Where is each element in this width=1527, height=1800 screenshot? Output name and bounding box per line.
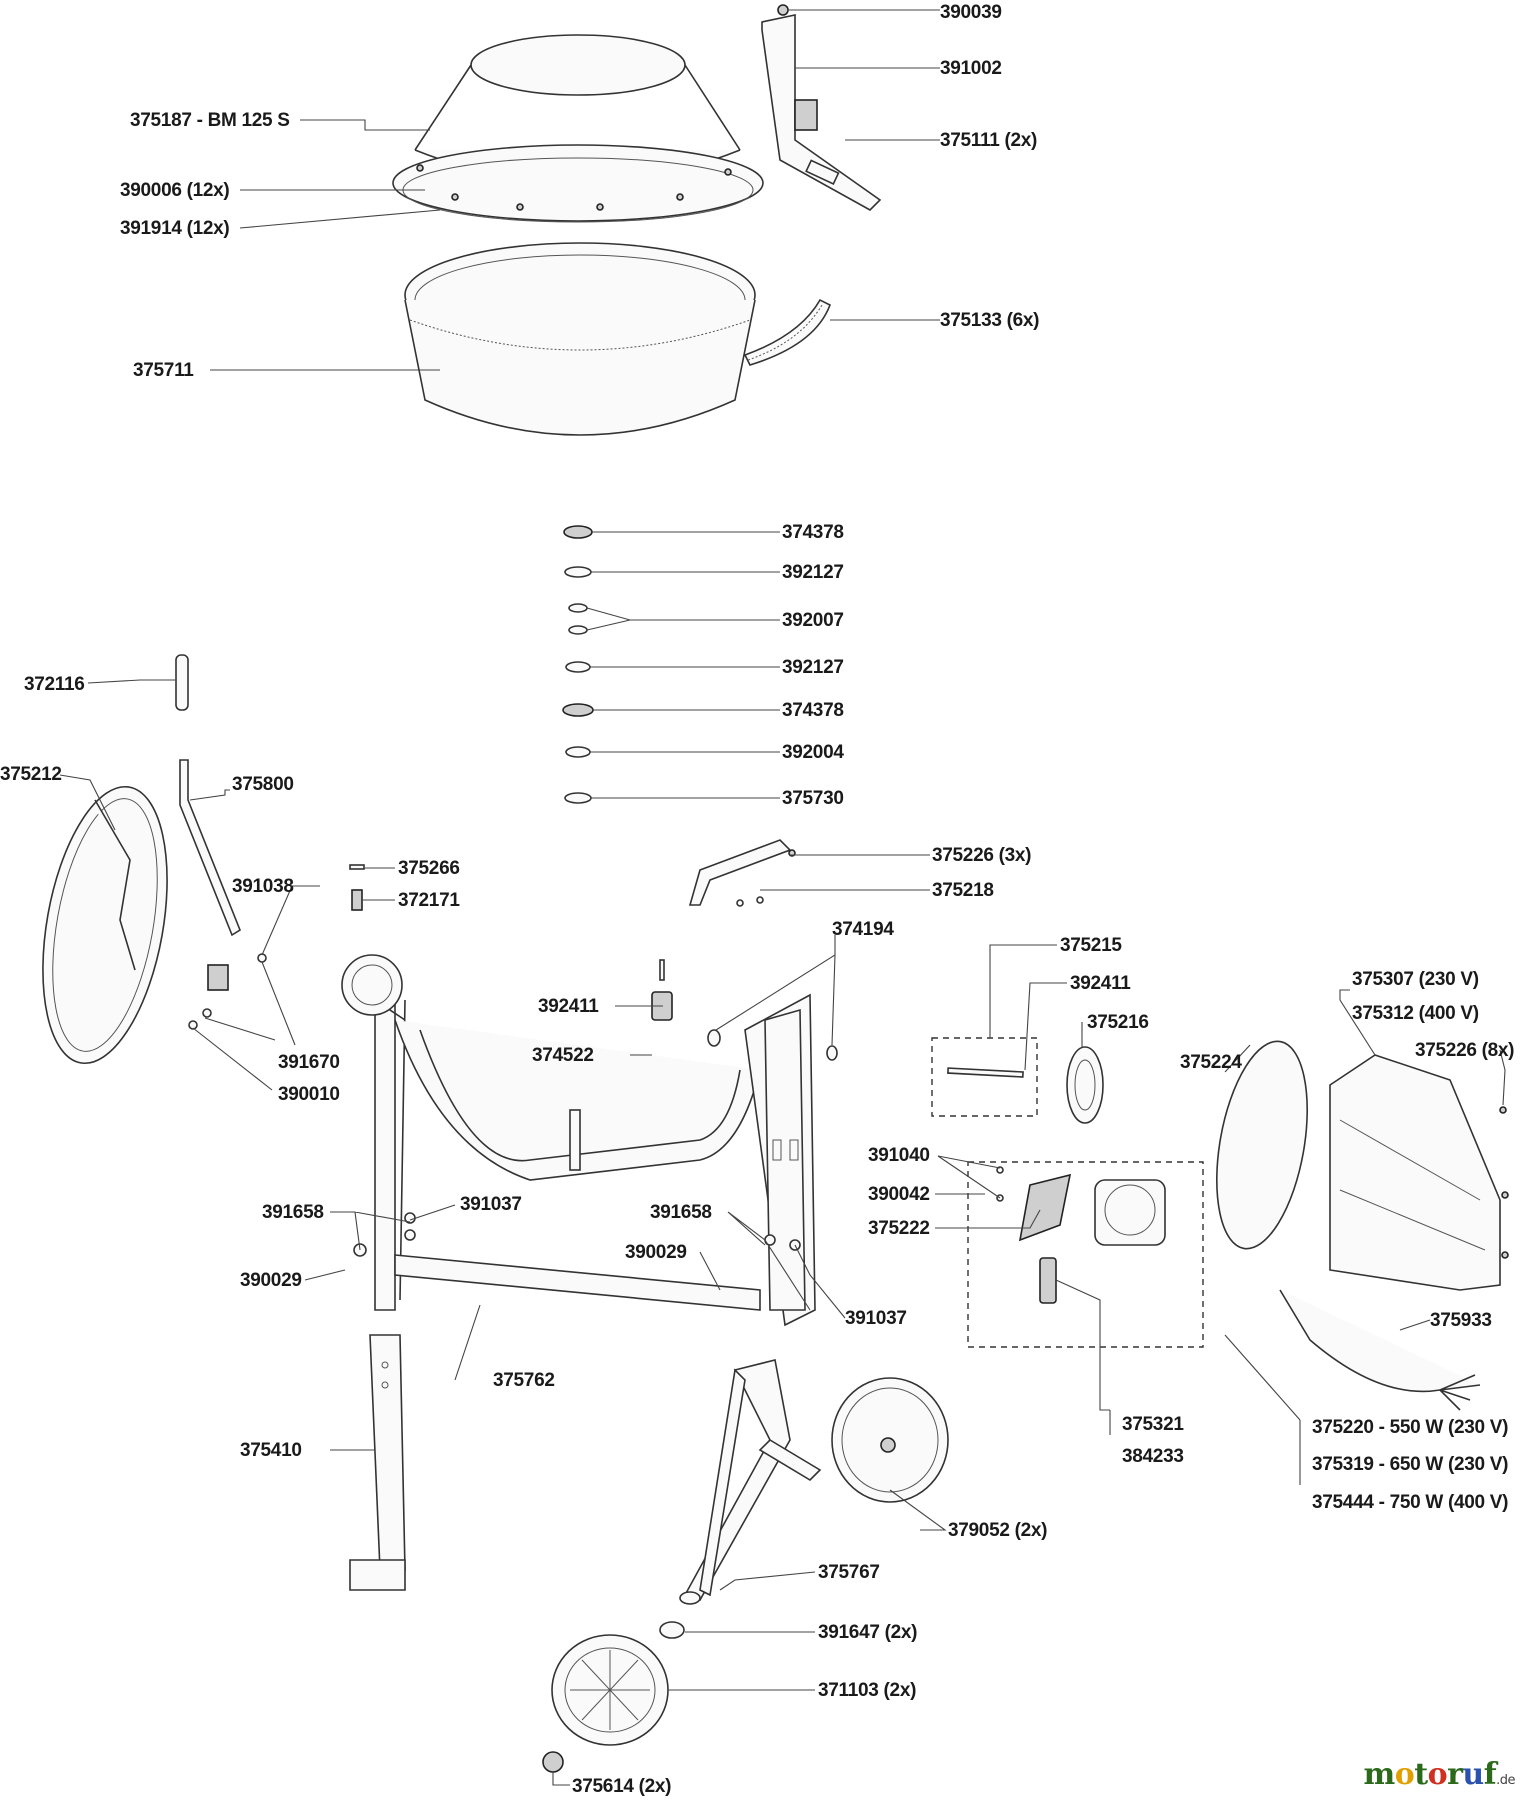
label-390010: 390010 [278, 1084, 340, 1105]
label-375730: 375730 [782, 788, 844, 809]
label-375215: 375215 [1060, 935, 1122, 956]
spring-and-bolt-part [349, 864, 365, 911]
label-391037-right: 391037 [845, 1308, 907, 1329]
label-375933: 375933 [1430, 1310, 1492, 1331]
label-392004: 392004 [782, 742, 844, 763]
label-375410: 375410 [240, 1440, 302, 1461]
lever-part [179, 759, 267, 1030]
label-391002: 391002 [940, 58, 1002, 79]
frame-part [353, 993, 816, 1327]
label-391647: 391647 (2x) [818, 1622, 917, 1643]
label-375307: 375307 (230 V) [1352, 969, 1479, 990]
label-391038: 391038 [232, 876, 294, 897]
label-391658-left: 391658 [262, 1202, 324, 1223]
label-391037-left: 391037 [460, 1194, 522, 1215]
label-374522: 374522 [532, 1045, 594, 1066]
label-390029-left: 390029 [240, 1270, 302, 1291]
wheel-small-part [542, 1621, 685, 1773]
label-375319: 375319 - 650 W (230 V) [1312, 1454, 1508, 1475]
pulley-part [1066, 1046, 1104, 1124]
label-390042: 390042 [868, 1184, 930, 1205]
ring-segment-part [743, 298, 832, 366]
motor-group-box [967, 1161, 1204, 1348]
handwheel-part [42, 785, 168, 1065]
leader-lines [59, 9, 1506, 1786]
leg-part [349, 1334, 406, 1591]
bracket-part [761, 4, 882, 211]
label-375767: 375767 [818, 1562, 880, 1583]
label-375444: 375444 - 750 W (400 V) [1312, 1492, 1508, 1513]
label-375226-3x: 375226 (3x) [932, 845, 1031, 866]
label-375187: 375187 - BM 125 S [130, 110, 290, 131]
label-375220: 375220 - 550 W (230 V) [1312, 1417, 1508, 1438]
gear-sector-part [341, 954, 403, 1016]
label-375266: 375266 [398, 858, 460, 879]
label-391670: 391670 [278, 1052, 340, 1073]
label-375224: 375224 [1180, 1052, 1242, 1073]
label-379052: 379052 (2x) [948, 1520, 1047, 1541]
wheel-large-part [831, 1377, 949, 1503]
label-392411-left: 392411 [538, 996, 599, 1017]
label-372171: 372171 [398, 890, 460, 911]
label-372116: 372116 [24, 674, 85, 695]
shaft-group-box [931, 1037, 1038, 1117]
label-392007: 392007 [782, 610, 844, 631]
cable-part [1279, 1289, 1481, 1411]
drum-bowl-part [404, 242, 756, 436]
label-375321: 375321 [1122, 1414, 1184, 1435]
label-391040: 391040 [868, 1145, 930, 1166]
pin-part [175, 654, 189, 711]
label-375762: 375762 [493, 1370, 555, 1391]
label-375614: 375614 (2x) [572, 1776, 671, 1797]
top-bracket-part [688, 839, 796, 907]
label-371103: 371103 (2x) [818, 1680, 916, 1701]
label-392127-bottom: 392127 [782, 657, 844, 678]
label-391658-right: 391658 [650, 1202, 712, 1223]
label-390039: 390039 [940, 2, 1002, 23]
label-375216: 375216 [1087, 1012, 1149, 1033]
label-375711: 375711 [133, 360, 194, 381]
label-392127-top: 392127 [782, 562, 844, 583]
motor-shaft-part [947, 1067, 1024, 1078]
label-374194: 374194 [832, 919, 894, 940]
label-375312: 375312 (400 V) [1352, 1003, 1479, 1024]
label-375222: 375222 [868, 1218, 930, 1239]
belt-part [1215, 1040, 1309, 1250]
label-375111: 375111 (2x) [940, 130, 1037, 151]
label-391914: 391914 (12x) [120, 218, 229, 239]
label-375212: 375212 [0, 764, 62, 785]
wheel-stand-part [679, 1359, 822, 1605]
label-374378-top: 374378 [782, 522, 844, 543]
motor-part [996, 1166, 1166, 1304]
label-390029-right: 390029 [625, 1242, 687, 1263]
label-375800: 375800 [232, 774, 294, 795]
label-390006: 390006 (12x) [120, 180, 229, 201]
motor-cover-part [1329, 1054, 1509, 1291]
label-374378-bottom: 374378 [782, 700, 844, 721]
motoruf-logo: motoruf.de [1363, 1757, 1515, 1792]
label-384233: 384233 [1122, 1446, 1184, 1467]
label-375133: 375133 (6x) [940, 310, 1039, 331]
label-375226-8x: 375226 (8x) [1415, 1040, 1514, 1061]
washer-stack [562, 525, 594, 804]
drum-cone-part [392, 34, 764, 223]
label-375218: 375218 [932, 880, 994, 901]
label-392411-right: 392411 [1070, 973, 1131, 994]
